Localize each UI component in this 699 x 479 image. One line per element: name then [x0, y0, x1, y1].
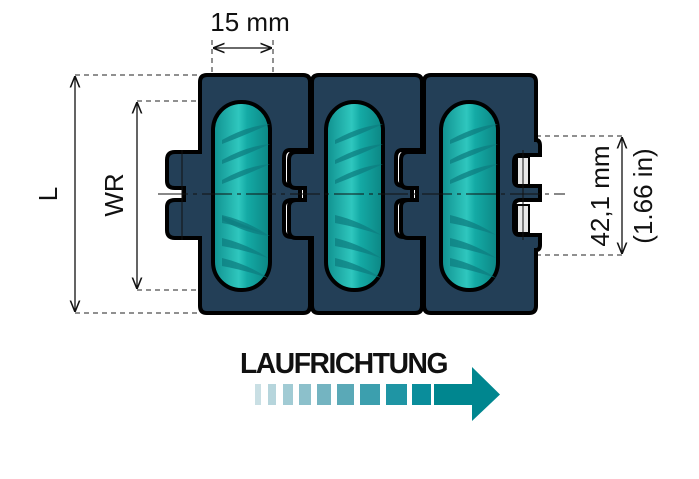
direction-arrow-icon	[255, 367, 500, 421]
roller-grooves	[222, 124, 498, 278]
extension-lines	[75, 40, 625, 314]
pitch-label: 15 mm	[210, 7, 289, 37]
height-mm-label: 42,1 mm	[585, 145, 615, 246]
roller-3	[439, 100, 500, 292]
height-in-label: (1.66 in)	[628, 148, 658, 243]
roller-2	[324, 100, 385, 292]
length-label: L	[33, 187, 63, 201]
wr-label: WR	[99, 173, 129, 216]
roller-1	[211, 100, 272, 292]
direction-label: LAUFRICHTUNG	[240, 348, 447, 380]
rollers	[211, 100, 500, 292]
